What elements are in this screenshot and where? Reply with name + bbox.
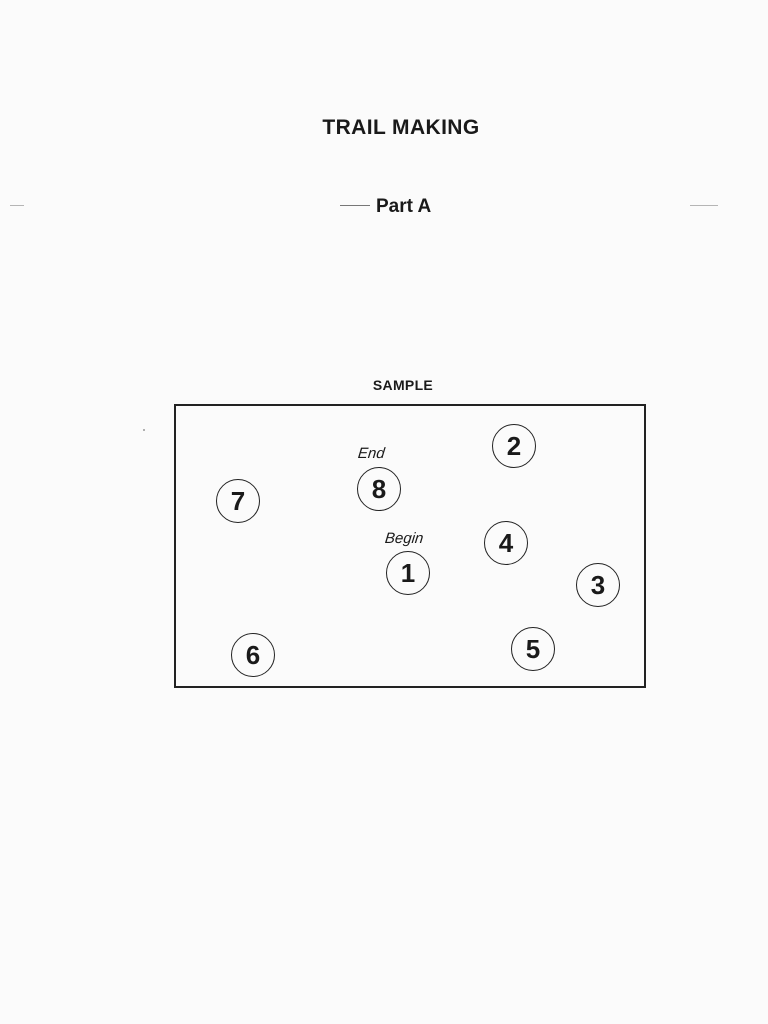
circle-node-7: 7	[216, 479, 260, 523]
circle-node-2: 2	[492, 424, 536, 468]
page-title: TRAIL MAKING	[322, 116, 480, 139]
part-label: Part A	[376, 196, 432, 217]
end-marker: End	[357, 445, 386, 462]
circle-node-6: 6	[231, 633, 275, 677]
sample-box	[174, 404, 646, 688]
part-dash	[340, 205, 370, 206]
begin-marker: Begin	[384, 530, 425, 547]
part-heading: Part A	[340, 196, 480, 220]
circle-node-5: 5	[511, 627, 555, 671]
circle-node-4: 4	[484, 521, 528, 565]
page-title-container: TRAIL MAKING	[300, 116, 502, 140]
scan-edge-mark-right	[690, 205, 718, 206]
scan-edge-mark-left	[10, 205, 24, 206]
circle-node-1: 1	[386, 551, 430, 595]
circle-node-3: 3	[576, 563, 620, 607]
circle-node-8: 8	[357, 467, 401, 511]
sample-label: SAMPLE	[372, 377, 434, 393]
scan-speck	[143, 429, 145, 431]
